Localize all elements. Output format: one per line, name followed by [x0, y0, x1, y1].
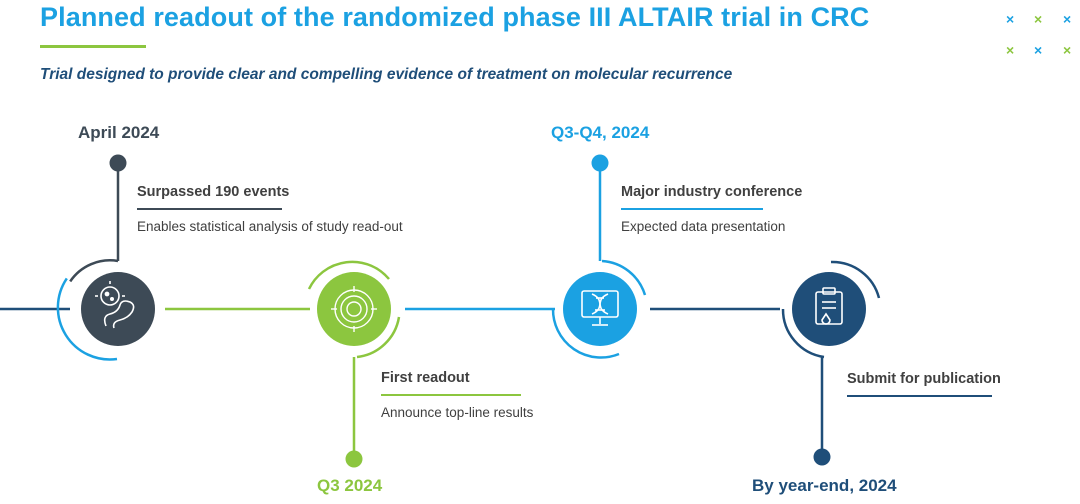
step-heading-step3: Major industry conference — [621, 184, 803, 200]
step-rule-step3 — [621, 208, 763, 210]
milestone-label-step2: Q3 2024 — [317, 476, 383, 495]
step-rule-step1 — [137, 208, 282, 210]
title-underline — [40, 45, 146, 48]
page-title: Planned readout of the randomized phase … — [40, 2, 870, 32]
timeline-node-step3 — [551, 154, 647, 359]
step-heading-step2: First readout — [381, 370, 470, 386]
step-rule-step2 — [381, 394, 521, 396]
step-description-step3: Expected data presentation — [621, 219, 786, 234]
step-rule-step4 — [847, 395, 992, 397]
node-arc — [69, 259, 119, 283]
microbe-intestine-icon — [95, 281, 135, 329]
node-arc — [307, 260, 390, 290]
decor-x-mark: × — [1063, 42, 1072, 58]
decor-x-mark: × — [1006, 11, 1015, 27]
timeline-node-step1 — [56, 154, 155, 361]
decor-x-mark: × — [1063, 11, 1072, 27]
node-arc — [56, 277, 118, 361]
decor-x-mark: × — [1006, 42, 1015, 58]
step-description-step1: Enables statistical analysis of study re… — [137, 219, 403, 234]
node-arc — [781, 308, 825, 359]
milestone-dot — [591, 154, 609, 172]
milestone-dot — [109, 154, 127, 172]
node-disc — [563, 272, 637, 346]
step-heading-step1: Surpassed 190 events — [137, 184, 290, 200]
milestone-label-step3: Q3-Q4, 2024 — [551, 123, 650, 142]
timeline-node-step2 — [307, 260, 401, 468]
node-disc — [792, 272, 866, 346]
node-disc — [317, 272, 391, 346]
decor-x-mark: × — [1034, 42, 1043, 58]
step-description-step2: Announce top-line results — [381, 405, 534, 420]
node-arc — [601, 259, 647, 296]
node-arc — [551, 308, 620, 359]
milestone-label-step4: By year-end, 2024 — [752, 476, 897, 495]
milestone-dot — [345, 450, 363, 468]
milestone-label-step1: April 2024 — [78, 123, 160, 142]
target-icon — [331, 286, 377, 332]
dna-monitor-icon — [581, 290, 619, 326]
milestone-dot — [813, 448, 831, 466]
clipboard-icon — [815, 287, 843, 325]
decor-x-mark: × — [1034, 11, 1043, 27]
node-arc — [830, 260, 881, 299]
step-heading-step4: Submit for publication — [847, 371, 1001, 387]
node-arc — [356, 316, 401, 359]
timeline-node-step4 — [781, 260, 881, 466]
page-subtitle: Trial designed to provide clear and comp… — [40, 66, 733, 83]
